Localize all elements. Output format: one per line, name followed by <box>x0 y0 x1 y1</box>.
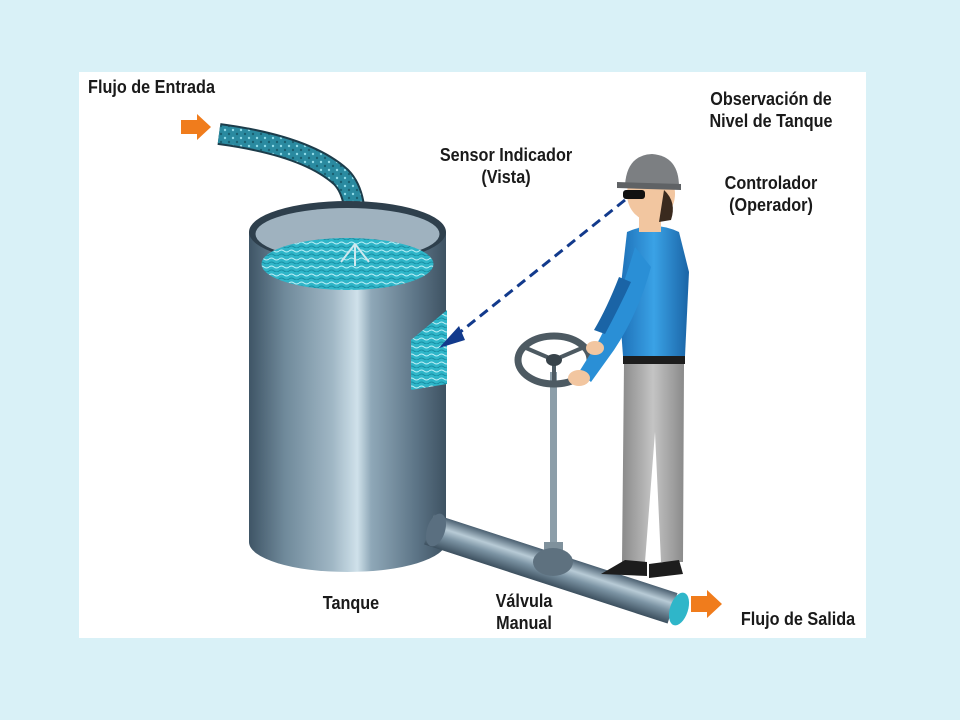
manual-valve <box>533 372 573 576</box>
sight-arrowhead-icon <box>439 326 465 348</box>
label-inflow: Flujo de Entrada <box>88 77 215 97</box>
label-controller: Controlador (Operador) <box>724 173 818 215</box>
inflow-arrow-icon <box>181 114 211 140</box>
label-tank: Tanque <box>322 593 380 613</box>
diagram-panel: Flujo de Entrada Sensor Indicador (Vista… <box>79 72 866 638</box>
label-valve: Válvula Manual <box>495 591 553 633</box>
label-outflow: Flujo de Salida <box>740 609 856 629</box>
outflow-arrow-icon <box>691 590 722 618</box>
process-illustration <box>181 114 722 626</box>
operator-figure <box>568 154 689 578</box>
sight-line <box>453 198 626 339</box>
label-sensor: Sensor Indicador (Vista) <box>439 145 573 187</box>
tank-water-surface <box>261 238 434 290</box>
label-observation: Observación de Nivel de Tanque <box>709 89 833 131</box>
sight-glass <box>411 310 447 390</box>
